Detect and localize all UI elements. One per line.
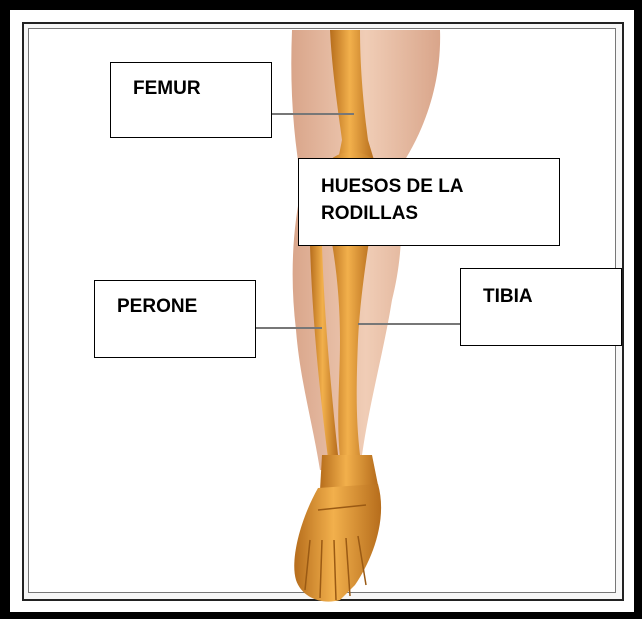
foot-bones	[294, 484, 381, 602]
label-tibia: TIBIA	[460, 268, 622, 346]
label-femur-text: FEMUR	[133, 78, 201, 99]
label-rodilla: HUESOS DE LA RODILLAS	[298, 158, 560, 246]
label-tibia-text: TIBIA	[483, 286, 533, 307]
label-perone: PERONE	[94, 280, 256, 358]
label-femur: FEMUR	[110, 62, 272, 138]
label-perone-text: PERONE	[117, 296, 197, 317]
label-rodilla-text: HUESOS DE LA RODILLAS	[321, 173, 531, 227]
